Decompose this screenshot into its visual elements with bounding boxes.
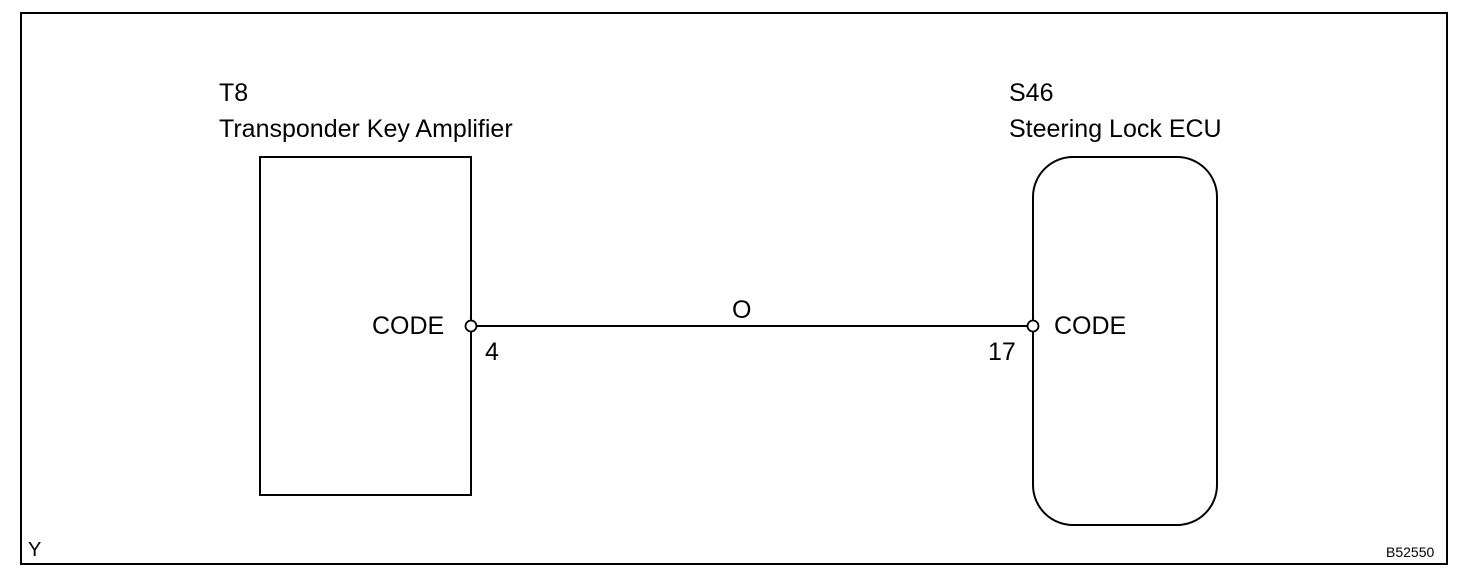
corner-label: Y	[28, 539, 42, 561]
terminal-4-connector	[464, 319, 478, 333]
left-pin-number: 4	[485, 338, 499, 366]
right-component-id: S46	[1009, 79, 1054, 107]
figure-code: B52550	[1386, 544, 1435, 560]
terminal-17-connector	[1026, 319, 1040, 333]
left-component-id: T8	[219, 79, 249, 107]
right-component-name: Steering Lock ECU	[1009, 115, 1222, 143]
right-pin-number: 17	[988, 338, 1016, 366]
diagram-frame	[20, 12, 1448, 565]
left-component-name: Transponder Key Amplifier	[219, 115, 513, 143]
wire-color-code: O	[732, 296, 752, 324]
right-pin-label: CODE	[1054, 312, 1127, 340]
left-pin-label: CODE	[372, 312, 445, 340]
steering-lock-ecu-box	[1032, 156, 1218, 526]
